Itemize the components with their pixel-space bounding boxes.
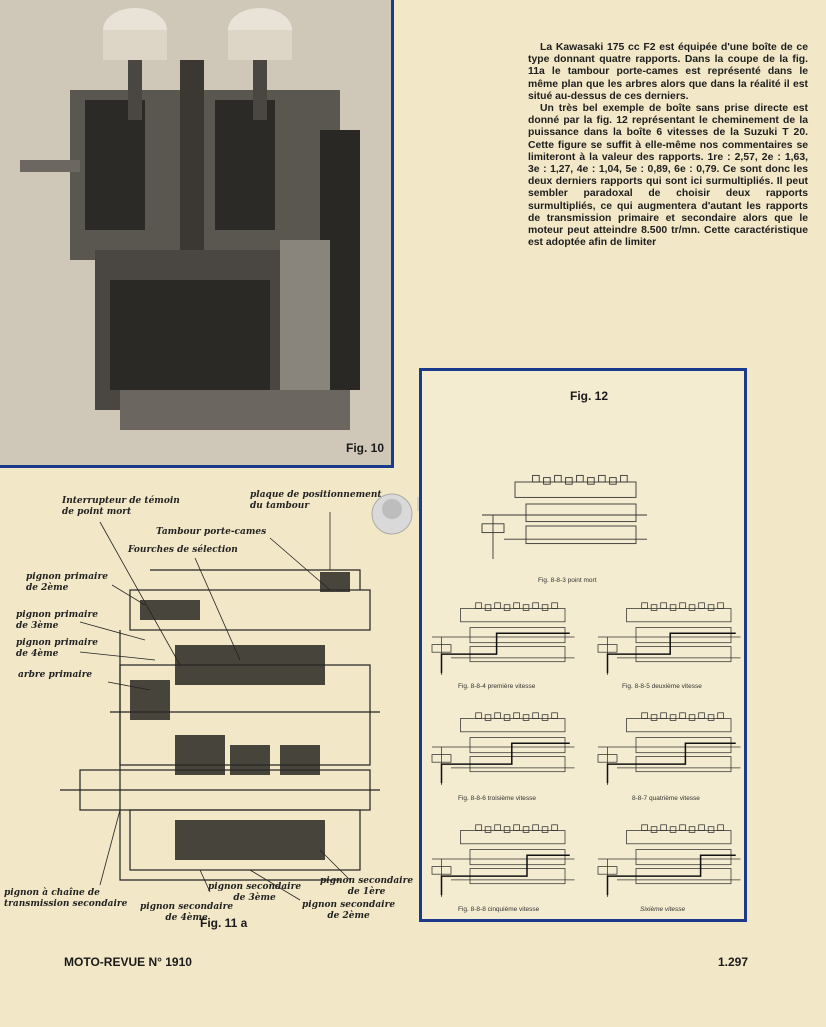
fig12-caption-4th: 8-8-7 quatrième vitesse bbox=[632, 795, 700, 802]
fig11a-label: Fig. 11 a bbox=[200, 916, 248, 930]
label-pignon-chaine: pignon à chaîne de transmission secondai… bbox=[4, 888, 128, 909]
label-pignon-3eme: pignon primaire de 3ème bbox=[16, 610, 98, 631]
engine-photo: Fig. 10 bbox=[0, 0, 394, 468]
label-sec-2eme: pignon secondaire de 2ème bbox=[302, 900, 396, 921]
fig12-caption-neutral: Fig. 8-8-3 point mort bbox=[538, 577, 597, 584]
article-paragraph-1: La Kawasaki 175 cc F2 est équipée d'une … bbox=[528, 42, 808, 102]
fig12-caption-1st: Fig. 8-8-4 première vitesse bbox=[458, 683, 536, 690]
fig12-panel: Fig. 12 Fig. 8-8-3 point mort Fig. 8-8-4… bbox=[419, 368, 747, 922]
gear-diagram-3 bbox=[431, 712, 575, 786]
gear-diagram-6 bbox=[597, 824, 741, 898]
gear-diagram-1 bbox=[431, 602, 575, 676]
label-pignon-2eme: pignon primaire de 2ème bbox=[26, 572, 108, 593]
label-tambour: Tambour porte-cames bbox=[156, 527, 267, 537]
label-fourches: Fourches de sélection bbox=[128, 545, 238, 555]
gear-diagram-5 bbox=[431, 824, 575, 898]
fig12-gear-diagrams bbox=[431, 474, 741, 898]
label-pignon-4eme: pignon primaire de 4ème bbox=[16, 638, 98, 659]
label-plaque: plaque de positionnement du tambour bbox=[250, 490, 382, 511]
label-sec-3eme: pignon secondaire de 3ème bbox=[208, 882, 302, 903]
footer-page-number: 1.297 bbox=[718, 955, 749, 969]
gear-diagram-0 bbox=[481, 474, 648, 560]
gear-diagram-2 bbox=[597, 602, 741, 676]
fig12-caption-2nd: Fig. 8-8-5 deuxième vitesse bbox=[622, 683, 702, 690]
gear-diagram-4 bbox=[597, 712, 741, 786]
fig12-caption-3rd: Fig. 8-8-6 troisième vitesse bbox=[458, 795, 537, 802]
label-sec-4eme: pignon secondaire de 4ème bbox=[140, 902, 234, 923]
label-interrupteur: Interrupteur de témoin de point mort bbox=[62, 496, 180, 517]
engine-photo-drawing bbox=[0, 0, 391, 465]
article-text: La Kawasaki 175 cc F2 est équipée d'une … bbox=[528, 42, 808, 249]
fig10-label: Fig. 10 bbox=[346, 441, 385, 455]
footer-magazine: MOTO-REVUE N° 1910 bbox=[64, 955, 192, 969]
label-arbre-primaire: arbre primaire bbox=[18, 670, 93, 680]
fig12-caption-6th: Sixième vitesse bbox=[640, 906, 686, 913]
fig12-title: Fig. 12 bbox=[570, 389, 609, 403]
article-paragraph-2: Un très bel exemple de boîte sans prise … bbox=[528, 103, 808, 249]
label-sec-1ere: pignon secondaire de 1ère bbox=[320, 876, 414, 897]
fig12-caption-5th: Fig. 8-8-8 cinquième vitesse bbox=[458, 906, 540, 913]
fig11a-gearbox-section: Interrupteur de témoin de point mort pla… bbox=[0, 480, 414, 940]
